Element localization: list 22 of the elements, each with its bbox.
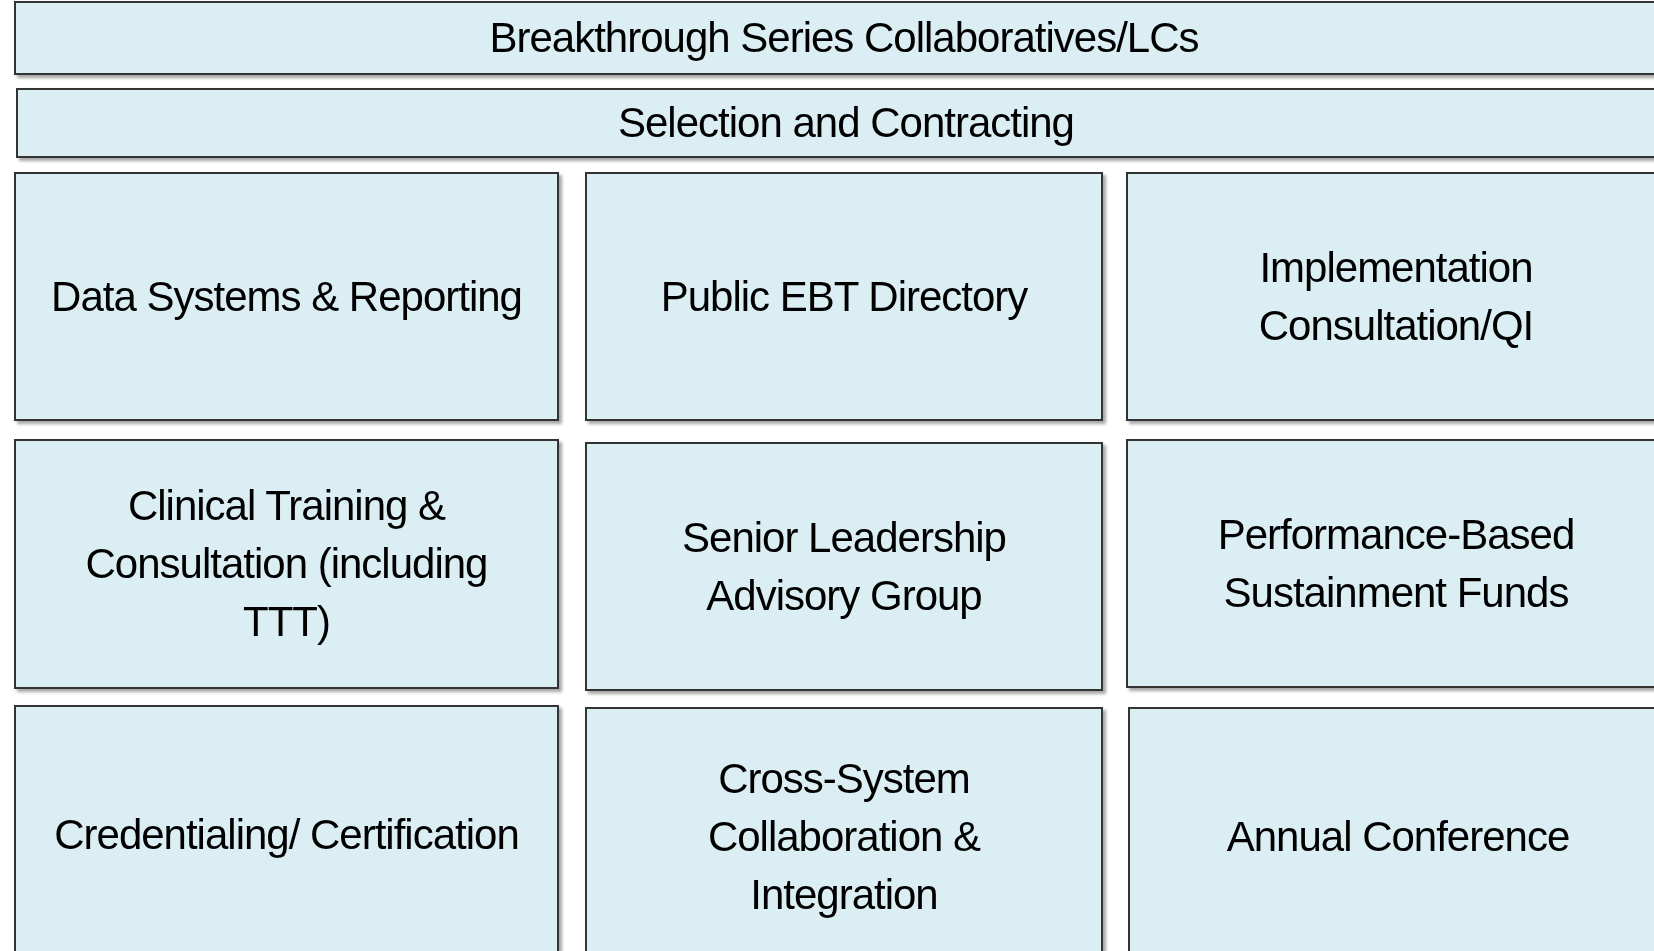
process-box [585,442,1103,691]
header-band [16,88,1654,158]
box-label: Breakthrough Series Collaboratives/LCs [489,13,1199,63]
box-label: Public EBT Directory [660,271,1028,322]
box-label: Clinical Training & Consultation (including TTT) [84,481,489,647]
box-label: Selection and Contracting [618,98,1074,148]
process-box [1128,707,1654,951]
header-band [14,1,1654,75]
box-label: Cross-System Collaboration & Integration [706,754,982,920]
process-box [585,172,1103,421]
box-label: Performance-Based Sustainment Funds [1216,509,1576,618]
box-label: Data Systems & Reporting [51,271,522,322]
process-box [14,705,559,951]
process-box [14,439,559,689]
box-label: Implementation Consultation/QI [1257,242,1535,351]
process-box [14,172,559,421]
box-label: Annual Conference [1226,812,1570,862]
box-label: Credentialing/ Certification [54,810,519,860]
process-box [585,707,1103,951]
process-box [1126,172,1654,421]
process-box [1126,439,1654,688]
box-label: Senior Leadership Advisory Group [681,512,1007,621]
